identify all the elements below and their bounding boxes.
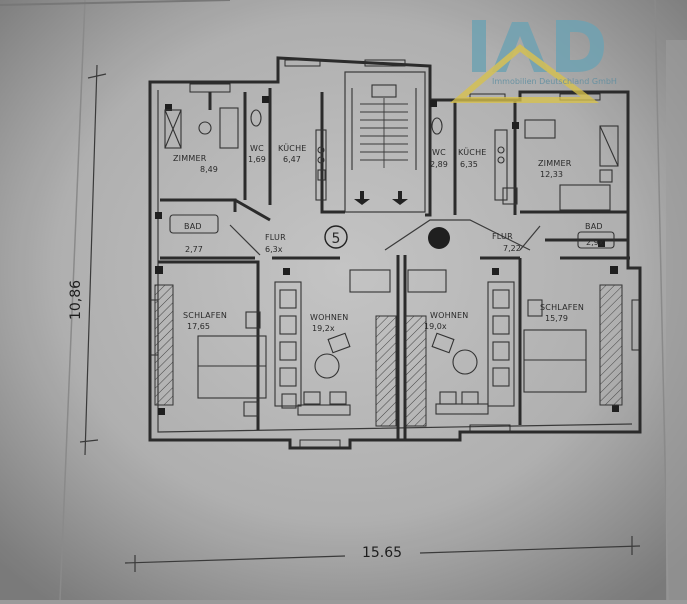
dimension-lines (79, 64, 641, 572)
room-name: FLUR (265, 233, 286, 242)
width-dimension-label: 15.65 (362, 545, 402, 561)
room-name: ZIMMER (173, 154, 207, 163)
fixtures (154, 107, 623, 427)
logo-letter-d (556, 20, 604, 72)
room-area: 7,22 (503, 244, 521, 253)
room-name: KÜCHE (278, 143, 307, 153)
room-name: WC (432, 148, 446, 157)
logo-letter-i (472, 20, 486, 72)
room-area: 15,79 (545, 314, 568, 323)
room-area: 1,69 (248, 155, 266, 164)
room-area: 6,35 (460, 160, 478, 169)
room-name: SCHLAFEN (183, 311, 227, 320)
apartment-number: 5 (332, 231, 341, 247)
room-area: 2,77 (185, 245, 203, 254)
iad-logo: Immobilien Deutschland GmbH (449, 20, 617, 103)
apartment-marker-filled (428, 227, 450, 249)
logo-subtitle: Immobilien Deutschland GmbH (492, 77, 617, 86)
room-name: FLUR (492, 232, 513, 241)
room-area: 6,47 (283, 155, 301, 164)
room-area: 2,9x (586, 238, 604, 247)
room-name: SCHLAFEN (540, 303, 584, 312)
height-dimension-label: 10,86 (68, 280, 84, 320)
building-outline (148, 56, 642, 450)
interior-walls (158, 88, 630, 440)
room-area: 17,65 (187, 322, 210, 331)
room-name: WOHNEN (310, 313, 348, 322)
wall-markers (155, 96, 619, 415)
apartment-number-circle (324, 225, 348, 249)
room-area: 19,0x (424, 322, 447, 331)
room-name: WOHNEN (430, 311, 468, 320)
room-area: 19,2x (312, 324, 335, 333)
room-area: 12,33 (540, 170, 563, 179)
room-labels: ZIMMER 8,49 WC 1,69 KÜCHE 6,47 BAD 2,77 … (173, 143, 604, 333)
room-name: WC (250, 144, 264, 153)
room-name: BAD (184, 222, 202, 231)
room-name: ZIMMER (538, 159, 572, 168)
room-name: KÜCHE (458, 147, 487, 157)
room-area: 2,89 (430, 160, 448, 169)
room-area: 8,49 (200, 165, 218, 174)
logo-roof-mark (449, 44, 600, 103)
room-name: BAD (585, 222, 603, 231)
room-area: 6,3x (265, 245, 283, 254)
